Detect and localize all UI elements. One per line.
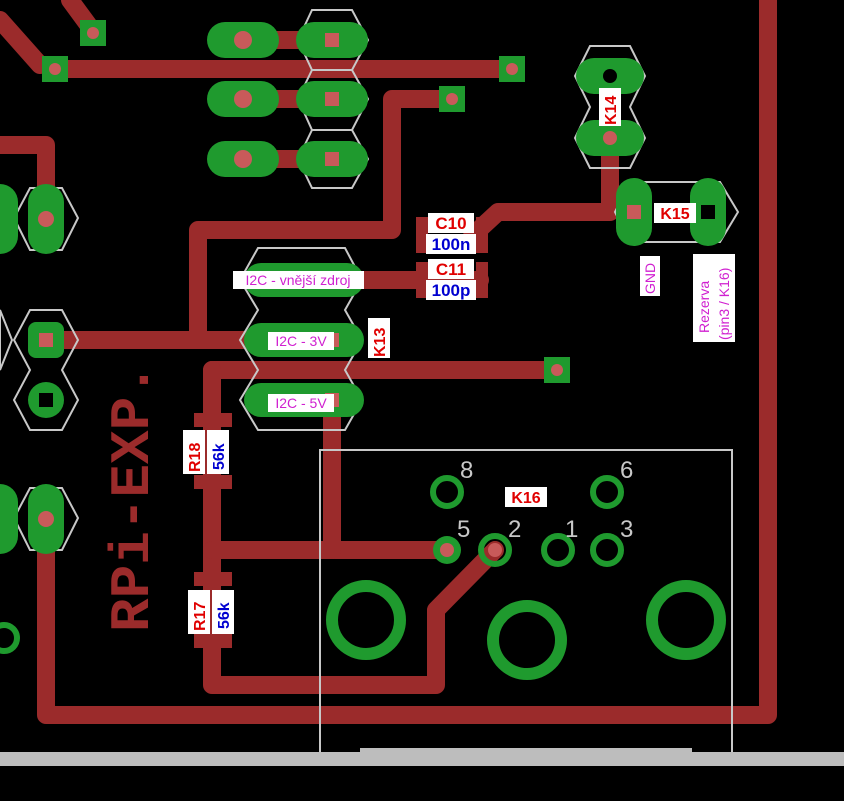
copper-pads [0, 20, 726, 680]
pad-edge-1 [0, 184, 18, 254]
rezerva-label-1: Rezerva [696, 281, 712, 333]
pin-label-1: 1 [565, 516, 578, 543]
k16-shell-edge [360, 748, 692, 754]
hole-square [325, 92, 339, 106]
rezerva-label-2: (pin3 / K16) [716, 268, 732, 340]
pin-label-2: 2 [508, 516, 521, 543]
board-title: RPi-EXP. [101, 363, 165, 632]
pin-label-6: 6 [620, 457, 633, 484]
c11-value: 100p [432, 281, 471, 300]
k16-label: K16 [511, 490, 540, 507]
trace-left-bottom [37, 0, 777, 724]
pad-k16-6 [590, 475, 624, 509]
k14-label: K14 [603, 96, 620, 125]
hole-square [325, 33, 339, 47]
r17-name: R17 [192, 602, 209, 631]
pad-c11-left [416, 262, 428, 298]
k15-outline [613, 181, 740, 243]
c10-value: 100n [432, 235, 471, 254]
pin-label-3: 3 [620, 516, 633, 543]
copper-traces [0, 0, 777, 724]
pad-c10-left [416, 217, 428, 253]
board-edge [0, 752, 844, 766]
hole [234, 150, 252, 168]
pad-edge-3 [0, 622, 20, 654]
left-edge-outline-2 [0, 309, 14, 371]
pad-edge-2 [0, 484, 18, 554]
pad-k16-mount-center [487, 600, 567, 680]
pin-label-8: 8 [460, 457, 473, 484]
pad-r18-top [194, 413, 232, 427]
pad-k16-1 [541, 533, 575, 567]
hole-square [325, 152, 339, 166]
c10-name: C10 [435, 214, 466, 233]
pad-k16-8 [430, 475, 464, 509]
pad-k16-mount-right [646, 580, 726, 660]
i2c-3v-label: I2C - 3V [275, 333, 327, 349]
k13-label: K13 [372, 328, 389, 357]
k15-label: K15 [660, 206, 689, 223]
pad-k16-2 [478, 533, 512, 567]
pad-c10-right [476, 217, 488, 253]
pad-c11-right [476, 262, 488, 298]
r17-value: 56k [216, 602, 233, 629]
c11-name: C11 [436, 260, 466, 279]
gnd-label: GND [642, 263, 658, 294]
i2c-ext-label: I2C - vnější zdroj [245, 272, 350, 288]
pin-label-5: 5 [457, 516, 470, 543]
pad-r18-bottom [194, 475, 232, 489]
pad-k16-mount-left [326, 580, 406, 660]
i2c-5v-label: I2C - 5V [275, 395, 327, 411]
pad-k16-3 [590, 533, 624, 567]
pad-r17-bottom [194, 634, 232, 648]
trace-to-c10 [189, 90, 460, 349]
hole [234, 90, 252, 108]
hole [234, 31, 252, 49]
left-pad-outline-2 [12, 309, 80, 431]
r18-name: R18 [187, 443, 204, 472]
r18-value: 56k [211, 443, 228, 470]
trace-diagonal-top-left [0, 11, 49, 74]
pad-r17-top [194, 572, 232, 586]
